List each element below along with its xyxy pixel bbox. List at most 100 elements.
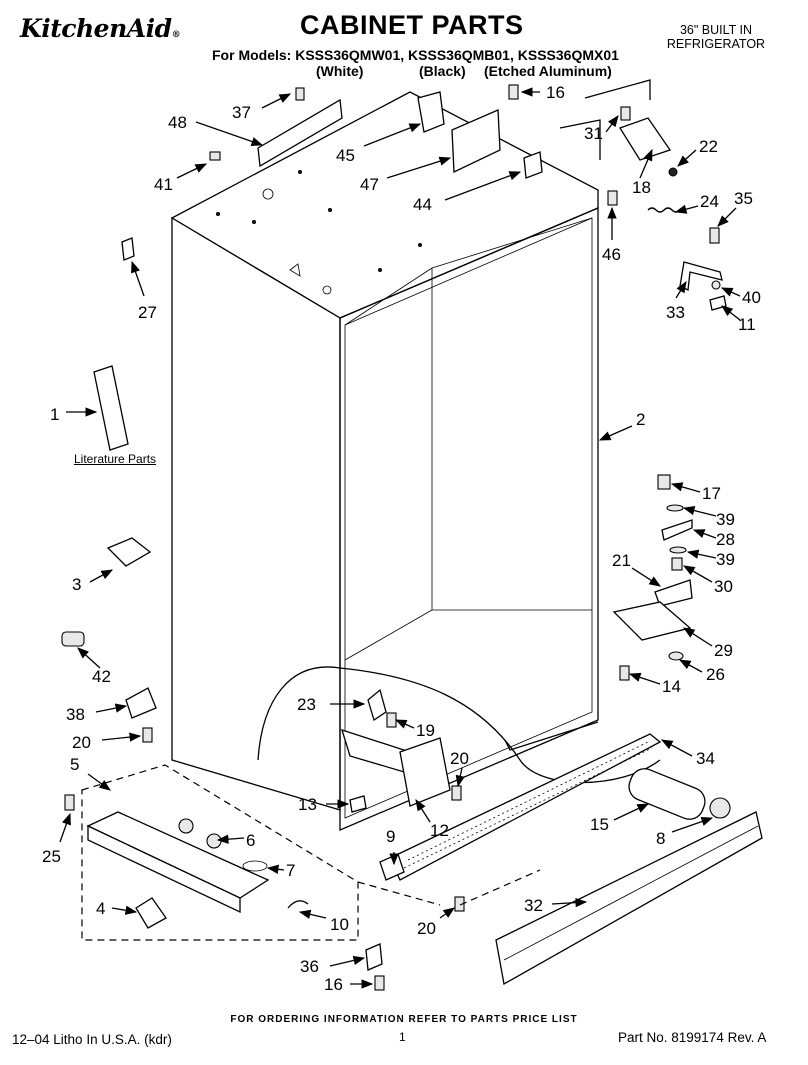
callout-45: 45 (336, 146, 355, 165)
clip-10 (287, 900, 309, 909)
callout-11: 11 (738, 315, 756, 334)
lower-hinge (612, 474, 693, 681)
bracket-38 (125, 687, 157, 719)
spring-24 (647, 207, 681, 213)
duct-flange-12 (399, 737, 451, 807)
callout-34: 34 (696, 749, 715, 768)
screw-46 (607, 190, 618, 206)
brand-logo: KitchenAid® (20, 14, 181, 43)
hinge-21 (654, 579, 693, 607)
callout-46: 46 (602, 245, 621, 264)
bracket-47 (451, 109, 501, 174)
callout-1: 1 (50, 405, 59, 424)
callout-42: 42 (92, 667, 111, 686)
literature-parts-label: Literature Parts (74, 452, 157, 466)
callout-2: 2 (636, 410, 645, 429)
print-info: 12–04 Litho In U.S.A. (kdr) (12, 1032, 172, 1047)
bracket-5 (86, 811, 270, 899)
models-line: For Models: KSSS36QMW01, KSSS36QMB01, KS… (212, 47, 619, 63)
washer-39a (666, 504, 684, 512)
callout-21: 21 (612, 551, 631, 570)
page-title: CABINET PARTS (300, 10, 524, 40)
toe-kick-32 (495, 811, 763, 986)
variant-white: (White) (316, 63, 364, 79)
callout-38: 38 (66, 705, 85, 724)
ring-7 (242, 860, 268, 872)
callout-5: 5 (70, 755, 79, 774)
callout-18: 18 (632, 178, 651, 197)
pin-17 (657, 474, 671, 490)
callout-20-mid: 20 (450, 749, 469, 768)
base-grille (349, 733, 763, 986)
right-upper-hardware (647, 207, 727, 311)
callout-15: 15 (590, 815, 609, 834)
washer-26 (668, 651, 684, 661)
screw-20 (142, 727, 153, 743)
nut-30 (671, 557, 683, 571)
clip-3 (106, 537, 152, 567)
screw-20b (451, 785, 462, 801)
callout-37: 37 (232, 103, 251, 122)
callout-12: 12 (430, 821, 449, 840)
screw-37 (295, 87, 305, 101)
callout-labels: 48 37 41 45 47 44 16 31 22 18 46 24 35 3… (42, 83, 761, 994)
screw-25 (64, 794, 75, 811)
screw-14 (619, 665, 630, 681)
panel-48 (257, 98, 343, 168)
callout-31: 31 (584, 124, 603, 143)
page-number: 1 (399, 1030, 406, 1044)
callout-24: 24 (700, 192, 719, 211)
callout-20-left: 20 (72, 733, 91, 752)
washer-39b (669, 546, 687, 554)
callout-16-top: 16 (546, 83, 565, 102)
left-side-parts (61, 237, 157, 743)
hinge-18 (619, 117, 672, 161)
clip-23 (367, 688, 387, 722)
screw-41 (209, 151, 221, 161)
hinge-plate-29 (612, 601, 692, 641)
product-type: 36" BUILT IN REFRIGERATOR (660, 23, 772, 51)
screw-31 (620, 106, 631, 121)
nut-22 (668, 167, 678, 177)
link-28 (661, 519, 693, 541)
callout-20-bottom: 20 (417, 919, 436, 938)
screw-19 (386, 712, 397, 728)
part-15 (628, 768, 706, 820)
leader-lines (59, 87, 741, 989)
clip-13 (349, 795, 367, 813)
callout-47: 47 (360, 175, 379, 194)
screw-16 (508, 84, 519, 100)
variant-black: (Black) (419, 63, 466, 79)
callout-17: 17 (702, 484, 721, 503)
clip-27 (121, 237, 135, 261)
callout-23: 23 (297, 695, 316, 714)
ordering-note: FOR ORDERING INFORMATION REFER TO PARTS … (230, 1014, 578, 1025)
callout-14: 14 (662, 677, 681, 696)
callout-35: 35 (734, 189, 753, 208)
callout-30: 30 (714, 577, 733, 596)
knob-8 (709, 797, 731, 819)
variant-etched-aluminum: (Etched Aluminum) (484, 63, 612, 79)
screw-20c (454, 896, 465, 912)
product-type-line2: REFRIGERATOR (666, 37, 766, 51)
callout-41: 41 (154, 175, 173, 194)
callout-10: 10 (330, 915, 349, 934)
cabinet-shell (170, 91, 599, 831)
callout-13: 13 (298, 795, 317, 814)
callout-26: 26 (706, 665, 725, 684)
clip-4 (135, 897, 167, 929)
callout-33: 33 (666, 303, 685, 322)
bracket-45 (417, 91, 445, 133)
grommet-6a (178, 818, 194, 834)
callout-4: 4 (96, 899, 105, 918)
callout-39b: 39 (716, 550, 735, 569)
literature-1 (93, 365, 129, 451)
callout-8: 8 (656, 829, 665, 848)
callout-7: 7 (286, 861, 295, 880)
callout-39a: 39 (716, 510, 735, 529)
callout-22: 22 (699, 137, 718, 156)
callout-32: 32 (524, 896, 543, 915)
callout-48: 48 (168, 113, 187, 132)
screw-16b (374, 975, 385, 991)
